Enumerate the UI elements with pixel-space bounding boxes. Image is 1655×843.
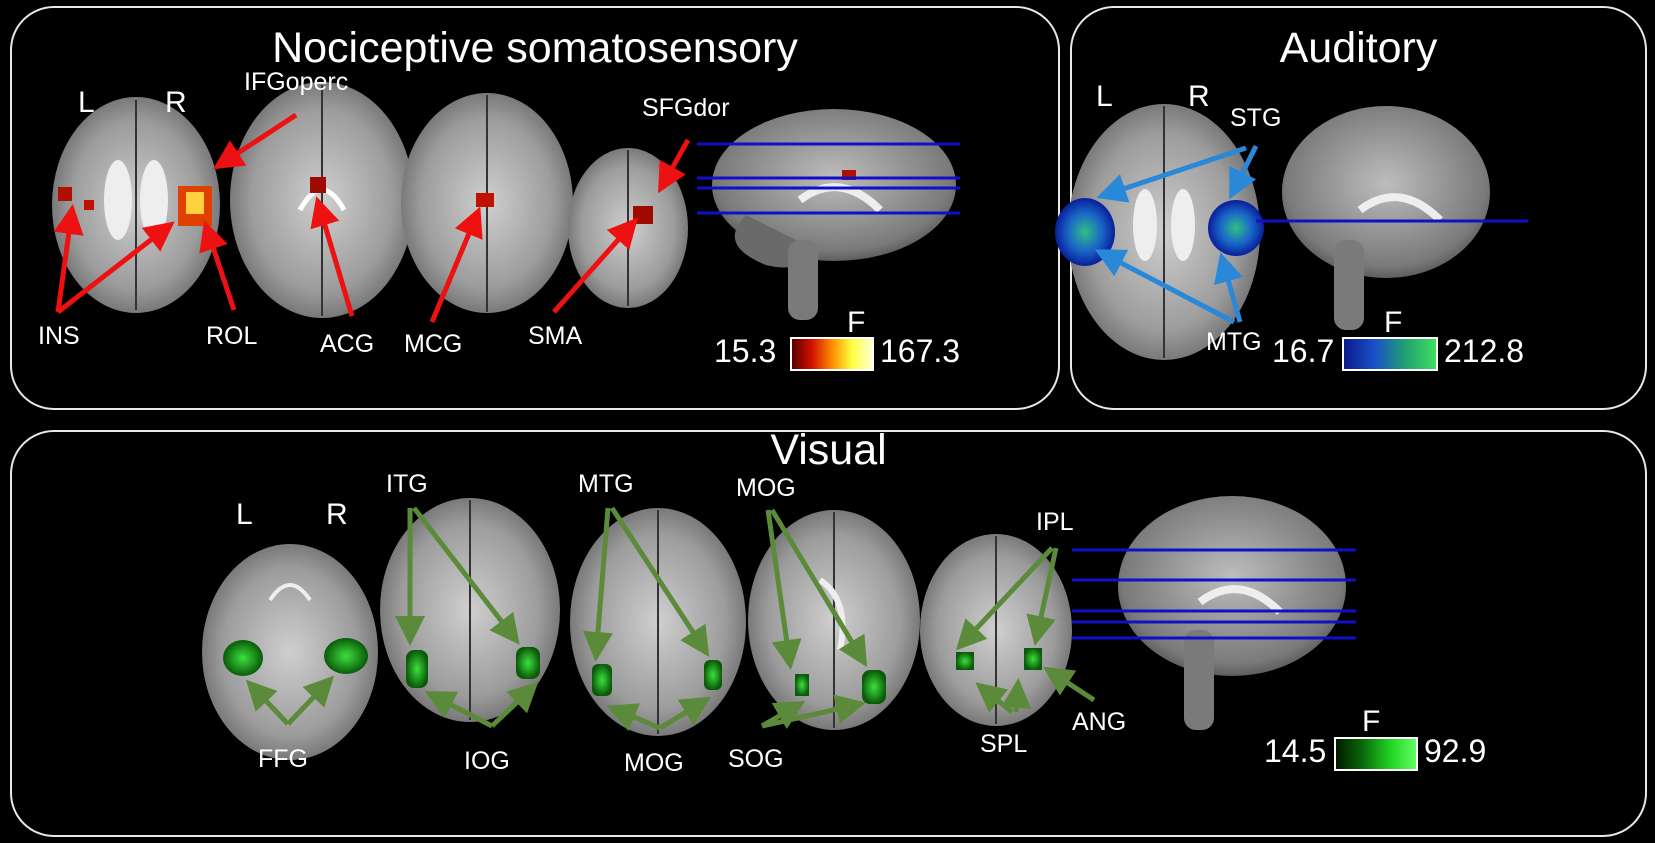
noc-arrows — [53, 112, 691, 323]
vis-axial-4 — [748, 510, 920, 730]
region-label-ipl: IPL — [1036, 508, 1074, 536]
noc-scale-max: 167.3 — [880, 333, 961, 369]
region-label-mog-top: MOG — [736, 474, 796, 502]
aud-colorbar — [1342, 337, 1438, 371]
vis-axial-2 — [380, 498, 560, 722]
region-label-ffg: FFG — [258, 745, 308, 773]
vis-arrows — [245, 506, 1096, 732]
region-label-ins: INS — [38, 322, 80, 350]
vis-right-marker: R — [326, 498, 348, 531]
aud-scale-label: F — [1384, 306, 1403, 339]
region-label-aud-mtg: MTG — [1206, 328, 1262, 356]
vis-slice-lines — [1072, 548, 1356, 640]
region-label-mog-bottom: MOG — [624, 749, 684, 777]
visual-panel: Visual — [10, 426, 1647, 837]
noc-axial-2 — [230, 82, 414, 318]
aud-axial — [1055, 104, 1264, 360]
region-label-sog: SOG — [728, 745, 784, 773]
noc-sagittal — [712, 109, 956, 320]
noc-left-marker: L — [78, 86, 95, 119]
vis-axial-5 — [920, 534, 1072, 726]
nociceptive-panel: Nociceptive somatosensory — [10, 6, 1060, 410]
vis-axial-3 — [570, 508, 746, 736]
vis-left-marker: L — [236, 498, 253, 531]
nociceptive-title: Nociceptive somatosensory — [272, 24, 798, 72]
auditory-title: Auditory — [1279, 24, 1438, 72]
region-label-iog: IOG — [464, 747, 510, 775]
noc-scale-label: F — [847, 306, 866, 339]
visual-title: Visual — [770, 426, 887, 474]
noc-axial-1 — [52, 97, 220, 313]
noc-axial-3 — [401, 93, 573, 313]
vis-axial-1 — [202, 544, 378, 760]
aud-arrows — [1094, 144, 1259, 325]
vis-scale-min: 14.5 — [1264, 733, 1327, 769]
aud-left-marker: L — [1096, 80, 1113, 113]
vis-scale-max: 92.9 — [1424, 733, 1487, 769]
region-label-sfgdor: SFGdor — [642, 94, 730, 122]
noc-slice-lines — [697, 142, 960, 215]
region-label-acg: ACG — [320, 330, 375, 358]
region-label-ifgoperc: IFGoperc — [244, 68, 349, 96]
vis-scale-label: F — [1362, 705, 1381, 738]
region-label-itg: ITG — [386, 470, 428, 498]
aud-sagittal — [1256, 106, 1528, 330]
region-label-ang: ANG — [1072, 708, 1127, 736]
region-label-sma: SMA — [528, 322, 583, 350]
noc-scale-min: 15.3 — [714, 333, 777, 369]
region-label-mcg: MCG — [404, 330, 463, 358]
region-label-rol: ROL — [206, 322, 258, 350]
aud-right-marker: R — [1188, 80, 1210, 113]
aud-scale-max: 212.8 — [1444, 333, 1525, 369]
vis-sagittal — [1118, 496, 1346, 730]
noc-right-marker: R — [165, 86, 187, 119]
aud-scale-min: 16.7 — [1272, 333, 1335, 369]
region-label-spl: SPL — [980, 730, 1028, 758]
region-label-vis-mtg: MTG — [578, 470, 634, 498]
vis-colorbar — [1334, 737, 1418, 771]
noc-colorbar — [790, 337, 874, 371]
region-label-stg: STG — [1230, 104, 1282, 132]
